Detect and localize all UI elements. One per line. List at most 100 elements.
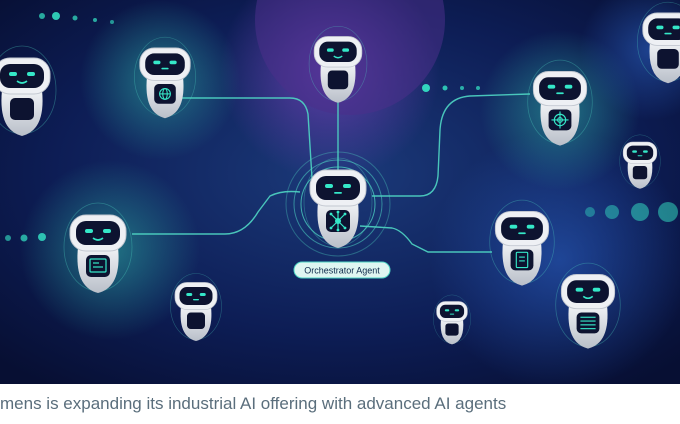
trail-dot xyxy=(585,207,595,217)
dashboard-icon xyxy=(89,258,107,273)
robot-face xyxy=(626,145,654,160)
robot-target xyxy=(527,59,593,146)
robot-grid xyxy=(555,262,621,349)
trail-dot xyxy=(460,86,464,90)
trail-dot xyxy=(38,233,46,241)
connection-lines xyxy=(132,93,531,253)
robot-chest-panel xyxy=(576,312,600,334)
robot-face xyxy=(439,304,465,318)
robot-face xyxy=(316,176,360,200)
dot-trails xyxy=(5,12,678,242)
robot-document xyxy=(489,199,555,286)
robot-eye xyxy=(169,60,177,65)
blue-glow-right xyxy=(430,130,680,384)
robot-eye xyxy=(526,224,535,229)
robot-orchestrator xyxy=(285,151,391,257)
robot-eye xyxy=(27,72,35,76)
robot-face xyxy=(539,77,581,100)
robot-small-right xyxy=(619,134,661,189)
robot-left-edge xyxy=(0,45,57,136)
robot-small-bottom xyxy=(433,294,471,345)
trail-dot xyxy=(5,235,11,241)
robot-chest-panel xyxy=(10,98,34,120)
image-caption: mens is expanding its industrial AI offe… xyxy=(0,394,507,413)
trail-dot xyxy=(422,84,430,92)
network-hub-icon xyxy=(329,210,347,232)
robot-eye xyxy=(325,184,333,188)
robot-eye xyxy=(547,84,556,89)
robot-chest-panel xyxy=(657,49,679,69)
robot-face xyxy=(76,221,120,245)
robot-top xyxy=(308,25,368,103)
robot-mouth xyxy=(161,67,169,70)
robot-mouth xyxy=(193,299,199,301)
robot-mouth xyxy=(333,55,343,59)
target-icon xyxy=(551,111,569,129)
robot-chest-panel xyxy=(632,166,648,180)
robot-face xyxy=(145,53,185,75)
robot-eye xyxy=(444,309,450,312)
robot-chest-panel xyxy=(327,70,349,90)
trail-dot xyxy=(605,205,619,219)
robot-eye xyxy=(9,72,17,76)
robot-mouth xyxy=(92,237,104,241)
robot-eye xyxy=(509,224,518,229)
connector-right-bottom xyxy=(359,225,492,253)
robot-face xyxy=(179,287,213,305)
trail-dot xyxy=(72,15,78,21)
robot-chest-panel xyxy=(445,323,459,336)
document-icon xyxy=(515,251,529,269)
trail-dot xyxy=(20,234,28,242)
trail-dot xyxy=(110,20,114,24)
robot-mouth xyxy=(334,192,342,194)
robot-mouth xyxy=(556,92,564,95)
grid-icon xyxy=(580,316,596,330)
robot-eye xyxy=(632,150,637,153)
globe-icon xyxy=(159,87,171,100)
orchestrator-tag-bg xyxy=(293,261,391,279)
robot-face xyxy=(567,280,609,303)
robot-eye xyxy=(656,25,664,30)
trail-dot xyxy=(39,13,45,19)
robot-face xyxy=(319,41,357,62)
robot-eye xyxy=(454,309,460,312)
connector-left xyxy=(132,190,301,235)
robot-eye xyxy=(564,84,573,89)
robots xyxy=(0,1,680,349)
robot-globe xyxy=(134,36,196,119)
robot-small-left xyxy=(170,273,222,341)
robot-eye xyxy=(672,25,680,30)
hero-image: Orchestrator Agent xyxy=(0,0,680,384)
trail-dot xyxy=(442,85,448,91)
trail-dot xyxy=(52,12,60,20)
robot-dashboard xyxy=(63,202,133,293)
robot-mouth xyxy=(637,155,643,157)
robot-mouth xyxy=(582,295,594,300)
robot-eye xyxy=(153,60,161,65)
robot-eye xyxy=(343,184,351,188)
robot-mouth xyxy=(449,313,455,315)
connector-right-top xyxy=(372,93,531,197)
robot-mouth xyxy=(16,80,28,84)
ai-agents-illustration: Orchestrator Agent xyxy=(0,0,680,384)
robot-mouth xyxy=(518,232,526,235)
robot-eye xyxy=(199,293,206,296)
robot-eye xyxy=(592,287,601,292)
orchestrator-label: Orchestrator Agent xyxy=(304,266,380,276)
robot-eye xyxy=(643,150,648,153)
orchestrator-tag: Orchestrator Agent xyxy=(293,261,391,279)
trail-dot xyxy=(476,86,480,90)
robot-eye xyxy=(85,229,93,233)
trail-dot xyxy=(658,202,678,222)
trail-dot xyxy=(93,18,97,22)
robot-face xyxy=(501,217,543,240)
robot-eye xyxy=(575,287,584,292)
robot-right-edge xyxy=(637,1,680,84)
robot-face xyxy=(0,64,44,88)
connector-globe xyxy=(180,97,313,179)
robot-chest-panel xyxy=(187,312,205,329)
robot-eye xyxy=(103,229,111,233)
robot-eye xyxy=(326,48,334,52)
robot-mouth xyxy=(664,32,672,35)
robot-face xyxy=(648,18,680,40)
